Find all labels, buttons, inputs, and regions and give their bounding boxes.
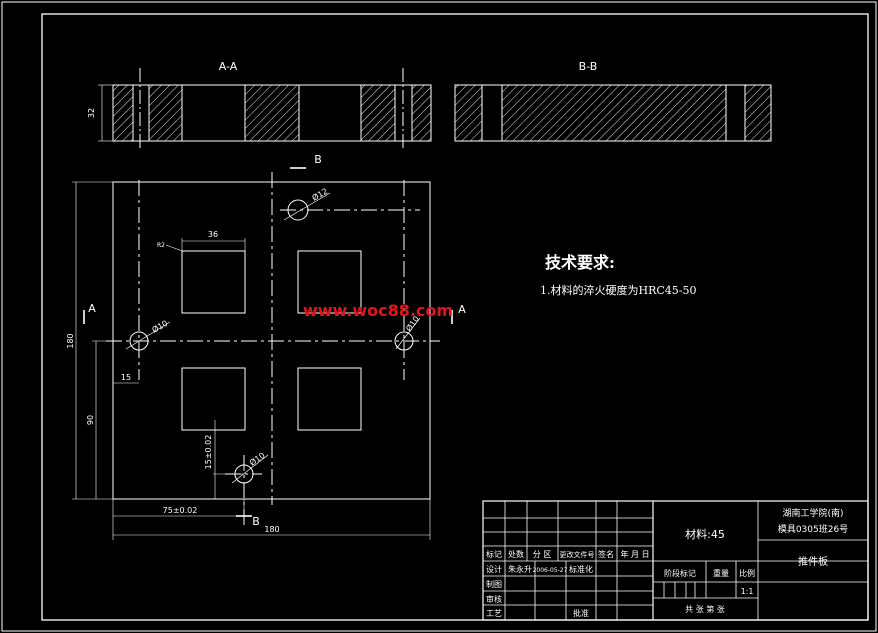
cut-label-a-left: A [88, 302, 96, 315]
plan-view [72, 167, 453, 540]
dim-pocket-width: 36 [208, 230, 218, 239]
tb-ratio-header: 比例 [739, 568, 755, 578]
tb-class-info: 模具0305班26号 [778, 523, 848, 535]
inner-border [41, 13, 869, 621]
dim-bottom-hole-offset: 15±0.02 [204, 435, 213, 470]
tb-review-label: 审核 [486, 594, 502, 604]
tb-scale: 1:1 [741, 587, 754, 596]
watermark: www.woc88.com [303, 301, 453, 320]
cut-label-b-top: B [314, 153, 322, 166]
dim-hole-bottom: Ø10 [247, 450, 266, 468]
dim-width-total: 180 [264, 525, 279, 534]
dim-hole-top: Ø12 [310, 186, 329, 203]
section-aa-view [98, 68, 432, 150]
tb-material: 材料:45 [685, 527, 725, 541]
tech-requirements-item: 1.材料的淬火硬度为HRC45-50 [540, 283, 697, 297]
tb-standardize-label: 标准化 [569, 564, 593, 574]
tb-change-doc-header: 更改文件号 [560, 550, 595, 559]
dim-height-total: 180 [66, 333, 75, 348]
title-block [482, 500, 869, 621]
dim-pocket-small: R2 [157, 242, 165, 249]
section-aa-label: A-A [219, 60, 238, 73]
cut-label-a-right: A [458, 303, 466, 316]
tb-date-header: 年 月 日 [620, 549, 649, 559]
tb-institution: 湖南工学院(南) [782, 507, 843, 519]
cut-label-b-bottom: B [252, 515, 260, 528]
section-bb-label: B-B [579, 60, 598, 73]
tb-part-name: 推件板 [798, 555, 828, 568]
tb-design-date: 2006-05-27 [533, 567, 568, 574]
tb-signature-header: 签名 [598, 549, 614, 559]
tb-zone-header: 分 区 [533, 550, 552, 559]
tb-design-label: 设计 [486, 564, 502, 574]
tb-sheets: 共 张 第 张 [685, 604, 725, 614]
tb-approve-label: 批准 [573, 608, 589, 618]
tb-stage-mark-header: 阶段标记 [664, 568, 696, 578]
dim-hole-left: Ø10 [150, 318, 169, 335]
dim-thickness: 32 [87, 108, 96, 118]
section-bb-view [454, 84, 772, 142]
tb-designer: 朱永升 [508, 564, 532, 574]
title-block-text: 标记 处数 分 区 更改文件号 签名 年 月 日 设计 朱永升 2006-05-… [486, 507, 848, 618]
tb-drafting-label: 制图 [486, 579, 502, 589]
tb-count-header: 处数 [508, 549, 524, 559]
dim-height-half: 90 [86, 415, 95, 425]
tb-process-label: 工艺 [486, 609, 502, 618]
tech-requirements-title: 技术要求: [545, 253, 615, 272]
dim-edge-offset: 15 [121, 373, 131, 382]
tb-mark-header: 标记 [486, 549, 502, 559]
dim-horizontal-hole: 75±0.02 [163, 506, 198, 515]
tb-weight-header: 重量 [713, 568, 729, 578]
